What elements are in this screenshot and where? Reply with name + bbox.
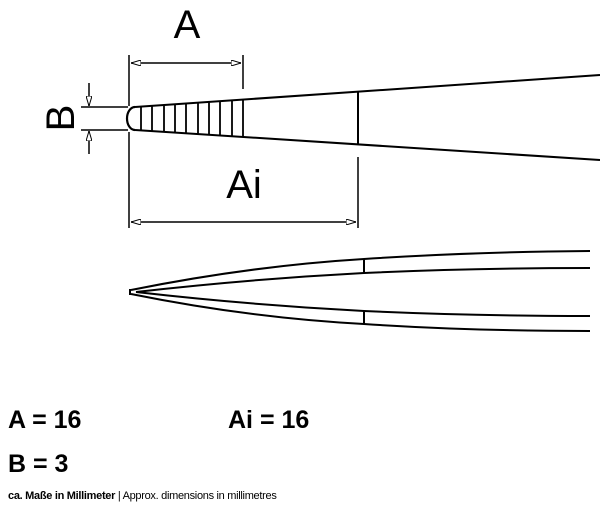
dimension-lines (81, 55, 359, 228)
units-note-en: Approx. dimensions in millimetres (122, 490, 277, 502)
hatching (140, 100, 244, 137)
units-note-separator: | (115, 490, 123, 502)
units-note: ca. Maße in Millimeter | Approx. dimensi… (8, 490, 277, 502)
label-ai: Ai (226, 163, 262, 207)
units-note-de: ca. Maße in Millimeter (8, 490, 116, 502)
top-view (125, 74, 600, 161)
value-b: B = 3 (8, 450, 69, 478)
side-view (129, 250, 591, 332)
label-b: B (39, 105, 83, 132)
label-a: A (174, 3, 201, 47)
value-ai: Ai = 16 (228, 406, 310, 434)
value-a: A = 16 (8, 406, 82, 434)
